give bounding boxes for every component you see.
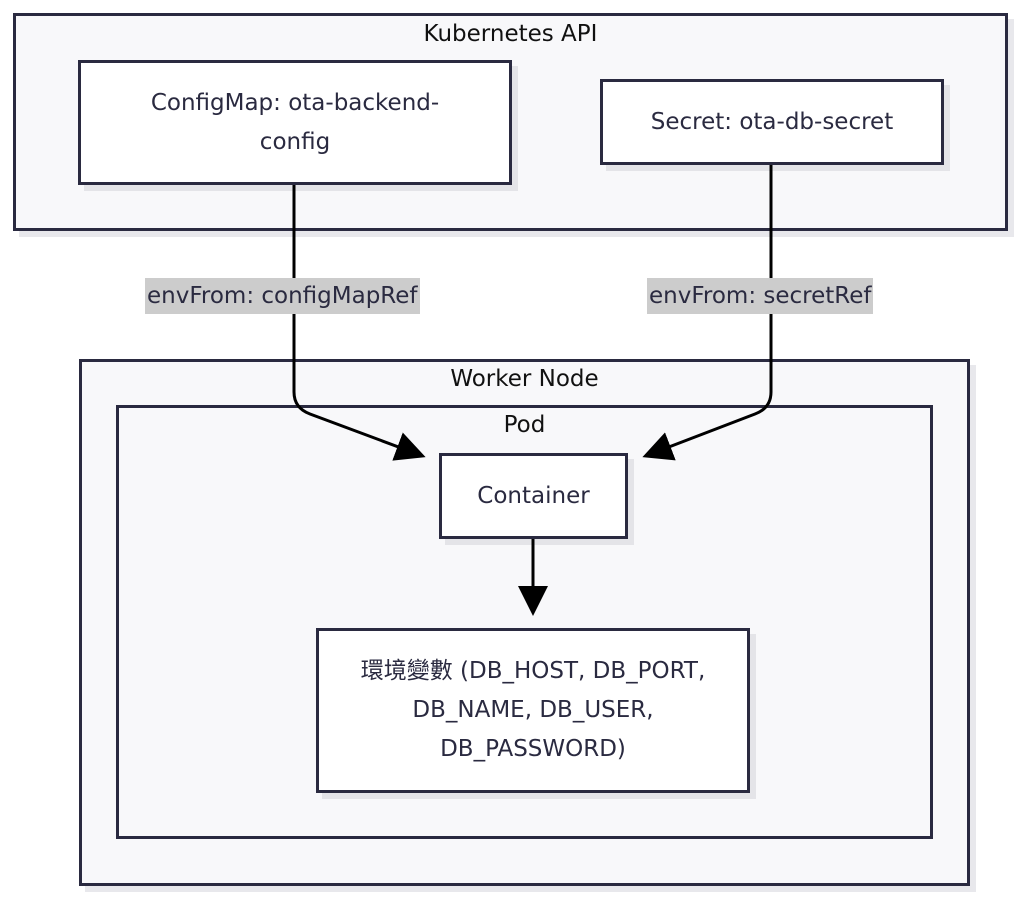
node-secret-label: Secret: ota-db-secret	[650, 108, 894, 135]
node-env-vars-line3: DB_PASSWORD)	[440, 736, 626, 762]
node-configmap-line1: ConfigMap: ota-backend-	[150, 89, 440, 116]
node-env-vars[interactable]: 環境變數 (DB_HOST, DB_PORT, DB_NAME, DB_USER…	[316, 628, 750, 793]
node-container[interactable]: Container	[439, 453, 628, 539]
edge-label-configmapref: envFrom: configMapRef	[145, 278, 420, 314]
node-configmap[interactable]: ConfigMap: ota-backend- config	[78, 60, 512, 185]
node-env-vars-line1: 環境變數 (DB_HOST, DB_PORT,	[360, 658, 706, 684]
node-env-vars-line2: DB_NAME, DB_USER,	[412, 697, 654, 723]
node-secret[interactable]: Secret: ota-db-secret	[600, 79, 944, 165]
node-container-label: Container	[477, 482, 590, 509]
node-configmap-line2: config	[259, 128, 331, 155]
cluster-title-kubernetes-api: Kubernetes API	[423, 21, 598, 47]
edge-label-secretref: envFrom: secretRef	[647, 278, 874, 314]
cluster-title-pod: Pod	[503, 412, 546, 438]
cluster-title-worker-node: Worker Node	[450, 366, 599, 392]
